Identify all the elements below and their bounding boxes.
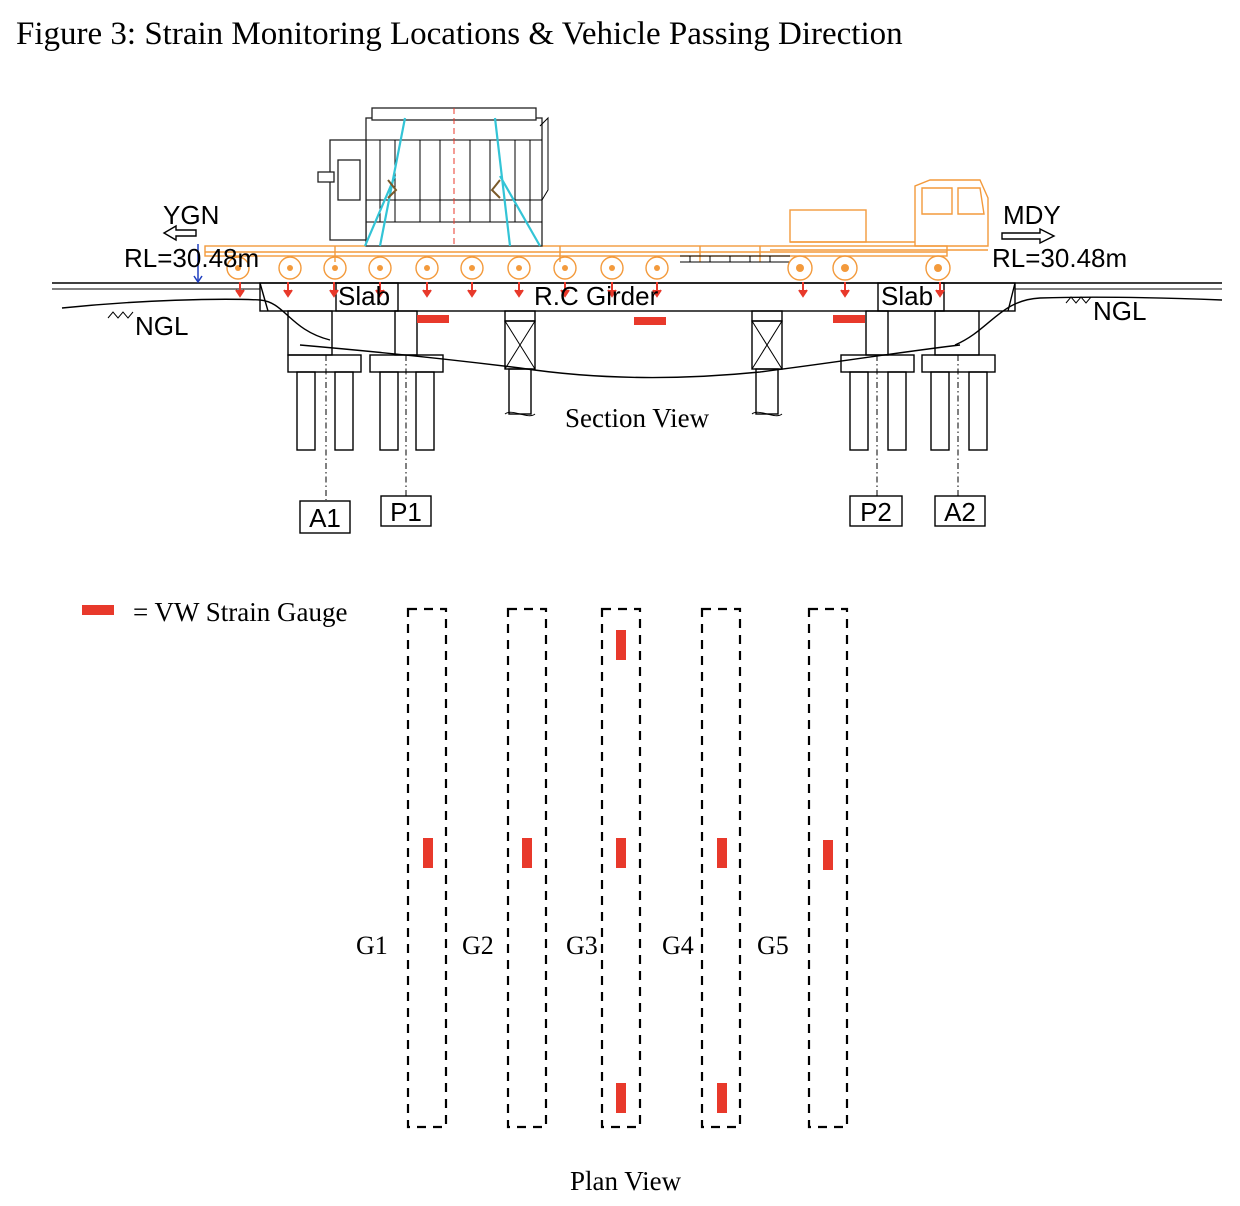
cargo-transformer (317, 107, 549, 247)
girder-label-g2: G2 (462, 931, 494, 960)
wheel-load-arrows (235, 282, 945, 298)
plan-gauge-g1-mid (423, 838, 433, 868)
pier-p2-column (865, 310, 889, 356)
girder-g4-outline (700, 607, 742, 1129)
section-gauge-mid (634, 317, 666, 325)
rl-label-left: RL=30.48m (124, 243, 259, 273)
support-label-p2: P2 (849, 495, 903, 527)
ngl-left-line (61, 298, 331, 341)
substructure (287, 310, 996, 500)
section-gauge-right (833, 315, 865, 323)
pile (415, 371, 435, 451)
slab-box-left (335, 282, 399, 312)
girder-g5-outline (807, 607, 849, 1129)
deck-edges (259, 282, 1016, 312)
support-label-a1: A1 (299, 500, 351, 534)
lashing-straps (363, 117, 541, 247)
plan-gauge-g3-mid (616, 838, 626, 868)
deck (259, 282, 1016, 312)
support-label-a2-text: A2 (944, 497, 976, 527)
plan-view-caption: Plan View (570, 1166, 682, 1196)
pile (334, 371, 354, 451)
tractor-truck (770, 179, 989, 251)
legend: = VW Strain Gauge (82, 597, 347, 627)
section-view-caption: Section View (565, 403, 710, 433)
support-label-p2-text: P2 (860, 497, 892, 527)
support-label-p1: P1 (380, 495, 432, 527)
pile (379, 371, 399, 451)
legend-text: = VW Strain Gauge (133, 597, 347, 627)
support-label-p1-text: P1 (390, 497, 422, 527)
ngl-hatch-right (1065, 296, 1092, 304)
wheels (226, 255, 951, 281)
girder-label-g5: G5 (757, 931, 789, 960)
support-label-a2: A2 (934, 495, 986, 527)
figure-title: Figure 3: Strain Monitoring Locations & … (16, 16, 903, 52)
abutment-a2-wall (934, 310, 980, 356)
pier-p1-column (394, 310, 418, 356)
direction-label-right: MDY (1003, 200, 1061, 230)
ngl-label-right: NGL (1093, 296, 1146, 326)
plan-gauge-g3-top (616, 630, 626, 660)
ngl-label-left: NGL (135, 311, 188, 341)
ngl-right-line (954, 296, 1223, 346)
plan-gauge-g4-bottom (717, 1083, 727, 1113)
slab-label-left: Slab (338, 281, 390, 311)
girder-label-g3: G3 (566, 931, 598, 960)
support-label-a1-text: A1 (309, 503, 341, 533)
slab-box-right (877, 282, 945, 312)
girder-g1-outline (406, 607, 448, 1129)
girder-g3-outline (600, 607, 642, 1129)
pile (849, 371, 869, 451)
plan-view: G1 G2 G3 G4 G5 Plan View (356, 607, 849, 1196)
plan-gauge-g2-mid (522, 838, 532, 868)
direction-label-left: YGN (163, 200, 219, 230)
direction-arrow-left (162, 224, 197, 242)
slab-label-right: Slab (881, 281, 933, 311)
plan-gauge-g4-mid (717, 838, 727, 868)
piles (296, 371, 988, 451)
plan-gauge-g5-mid (823, 840, 833, 870)
girder-label: R.C Girder (534, 281, 659, 311)
plan-gauge-g3-bottom (616, 1083, 626, 1113)
girder-g2-outline (506, 607, 548, 1129)
section-gauge-left (417, 315, 449, 323)
temporary-support-right (751, 310, 783, 417)
girder-label-g4: G4 (662, 931, 694, 960)
legend-gauge-swatch (82, 605, 114, 615)
direction-arrow-right (1001, 227, 1056, 245)
girder-label-g1: G1 (356, 931, 388, 960)
heavy-vehicle (204, 107, 989, 298)
pile (930, 371, 950, 451)
abutment-a1-cap (287, 354, 362, 373)
rl-label-right: RL=30.48m (992, 243, 1127, 273)
pile (296, 371, 316, 451)
trailer-deck (204, 245, 948, 257)
section-view: YGN MDY RL=30.48m RL=30.48m NGL NGL Slab… (52, 107, 1223, 534)
pile (887, 371, 907, 451)
pile (968, 371, 988, 451)
temporary-support-left (504, 310, 536, 417)
ngl-hatch-left (107, 311, 134, 319)
